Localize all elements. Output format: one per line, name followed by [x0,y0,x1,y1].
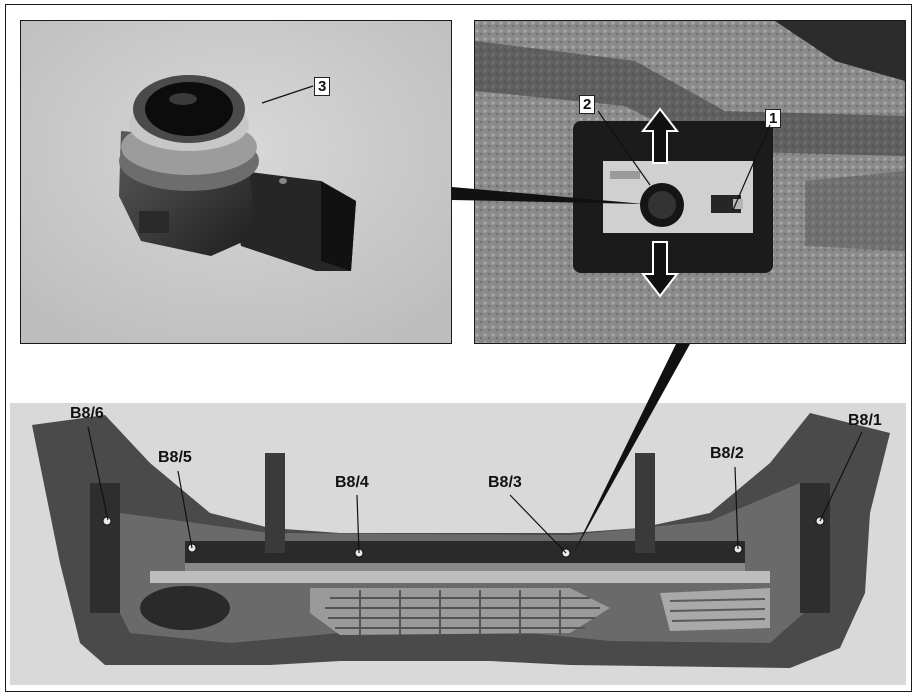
callout-3: 3 [314,77,331,96]
parking-sensor-illustration [21,21,451,343]
sensor-detail-panel: 3 [20,20,452,344]
front-bumper-panel: B8/6 B8/5 B8/4 B8/3 B8/2 B8/1 [10,403,906,685]
callout-1: 1 [765,109,782,128]
sensor-label-b8-1: B8/1 [848,412,882,429]
sensor-label-b8-6: B8/6 [70,405,104,422]
sensor-label-b8-3: B8/3 [488,474,522,491]
sensor-mount-illustration [475,21,905,343]
mounting-detail-panel: 2 1 [474,20,906,344]
sensor-label-b8-2: B8/2 [710,445,744,462]
sensor-label-b8-5: B8/5 [158,449,192,466]
front-bumper-illustration [10,403,906,685]
sensor-label-b8-4: B8/4 [335,474,369,491]
callout-2: 2 [579,95,596,114]
